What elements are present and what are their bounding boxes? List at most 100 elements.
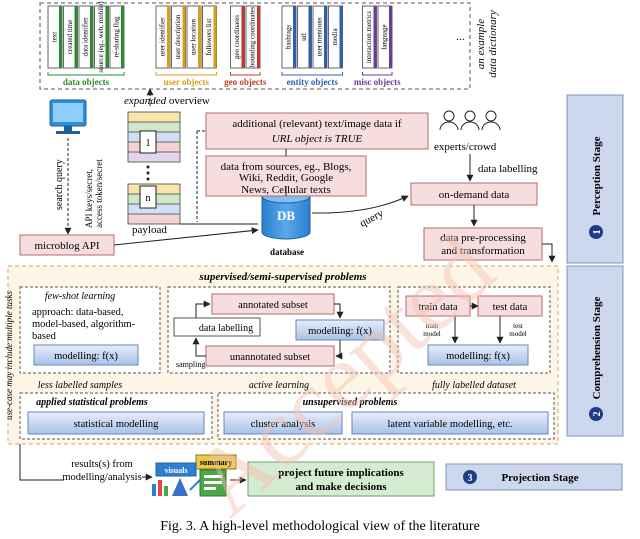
less-labelled-label: less labelled samples: [38, 380, 123, 391]
preprocess-to-comprehension-arrow: [542, 243, 556, 263]
payload-record-first: [139, 130, 157, 154]
query-label: query: [358, 207, 386, 230]
dictionary-field-color-band: [241, 6, 245, 68]
payload-record-last: [139, 185, 157, 209]
annotated-to-modelling-arrow: [334, 303, 344, 319]
supervised-title: supervised/semi-supervised problems: [198, 271, 366, 283]
dictionary-field-label: text: [51, 32, 59, 43]
dictionary-label: an example data dictionary: [475, 10, 499, 78]
results-line2: modelling/analysis: [62, 472, 141, 483]
fully-labelled-label: fully labelled dataset: [432, 380, 516, 391]
dictionary-field-label: source (eg., web, mobile): [97, 1, 105, 73]
unsupervised-title: unsupervised problems: [303, 397, 398, 408]
cluster-analysis-box[interactable]: [223, 411, 343, 435]
use-case-note: use-case may include multiple tasks: [4, 291, 14, 420]
dictionary-field-label: user mentions: [316, 17, 324, 56]
labelling-to-annotated-arrow: [195, 300, 211, 318]
sampling-label: sampling: [176, 360, 205, 369]
database-query-arrow: [311, 195, 409, 214]
svg-text:n: n: [146, 193, 151, 204]
expanded-overview-label: expanded overview: [124, 95, 210, 107]
cluster-analysis-label: cluster analysis: [251, 419, 315, 430]
dictionary-field-label: geo coordinates: [233, 15, 241, 59]
microblog-api-label: microblog API: [34, 240, 99, 252]
payload-dots: [146, 165, 150, 181]
full-modelling-box[interactable]: [427, 344, 529, 366]
data-labelling-box[interactable]: [173, 317, 261, 337]
summary-label: summary: [200, 458, 232, 467]
dictionary-field-color-band: [74, 6, 78, 68]
latent-variable-label: latent variable modelling, etc.: [387, 419, 512, 430]
preprocessing-box[interactable]: [423, 227, 543, 261]
url-box-line1: additional (relevant) text/image data if: [232, 118, 402, 130]
dictionary-group-title: data objects: [63, 77, 110, 87]
dictionary-field-label: bounding coordinates: [249, 6, 257, 67]
dictionary-field-label: user description: [174, 14, 182, 59]
statistical-modelling-box[interactable]: [27, 411, 205, 435]
computer-monitor-icon: [49, 99, 87, 134]
svg-text:2: 2: [592, 412, 603, 417]
api-to-database-arrow: [113, 227, 259, 246]
svg-text:1: 1: [592, 230, 603, 235]
results-line1: results(s) from: [71, 459, 133, 470]
train-data-label: train data: [418, 302, 458, 313]
dictionary-field-color-band: [105, 6, 109, 68]
dictionary-label-line2: data dictionary: [487, 10, 499, 78]
perception-stage-number: [589, 225, 603, 239]
api-keys-line1: API keys/secret,: [84, 169, 94, 228]
dictionary-group-title: misc objects: [354, 77, 401, 87]
dictionary-field-label: re-sharing flag: [113, 16, 121, 58]
preprocess-line2: and transformation: [441, 245, 525, 257]
dictionary-field-label: media: [331, 28, 339, 46]
dictionary-field-color-band: [324, 6, 327, 68]
database-label: database: [270, 247, 304, 257]
dictionary-field-label: followers list: [205, 19, 213, 56]
figure-caption: Fig. 3. A high-level methodological view…: [160, 519, 480, 534]
future-line1: project future implications: [278, 467, 404, 479]
dictionary-field-color-band: [373, 6, 377, 68]
few-shot-modelling-box[interactable]: [33, 344, 139, 366]
svg-text:3: 3: [468, 473, 473, 484]
api-keys-line2: access token/secret: [94, 159, 104, 228]
dictionary-field-color-band: [213, 6, 217, 68]
dictionary-field-color-band: [389, 6, 392, 68]
approach-line3: based: [32, 331, 57, 342]
dictionary-field-color-band: [182, 6, 186, 68]
visuals-summary-icon: summary visuals: [152, 454, 237, 497]
latent-variable-box[interactable]: [351, 411, 549, 435]
dictionary-field-label: user identifier: [159, 17, 167, 57]
project-future-box[interactable]: [247, 461, 435, 497]
approach-line1: approach: data-based,: [32, 307, 124, 318]
train-model-line1: train: [426, 322, 439, 330]
search-query-label: search query: [54, 159, 65, 210]
active-learning-label: active learning: [249, 380, 309, 391]
unannotated-to-labelling-arrow: [192, 337, 206, 357]
experts-crowd-icon: [439, 110, 501, 131]
dictionary-field-label: data identifier: [82, 17, 90, 57]
dictionary-field-color-band: [59, 6, 62, 68]
test-model-line2: model: [509, 330, 527, 338]
dictionary-group-title: geo objects: [224, 77, 267, 87]
test-data-label: test data: [493, 302, 528, 313]
dictionary-field-color-band: [293, 6, 296, 68]
dictionary-field-color-band: [198, 6, 201, 68]
url-object-box[interactable]: [205, 112, 429, 150]
dictionary-group-bracket: [155, 72, 217, 76]
dictionary-field-label: hashtags: [285, 25, 293, 49]
payload-label: payload: [132, 224, 167, 236]
unannotated-subset-label: unannotated subset: [230, 352, 310, 363]
dictionary-field-color-band: [308, 6, 312, 68]
future-line2: and make decisions: [295, 481, 387, 493]
results-line: [19, 444, 64, 481]
data-labelling-label: data labelling: [478, 163, 538, 175]
on-demand-data-label: on-demand data: [439, 189, 510, 201]
visuals-label: visuals: [164, 466, 187, 475]
projection-stage-number: [463, 470, 477, 484]
dictionary-group-bracket: [362, 72, 393, 76]
dictionary-field-color-band: [339, 6, 343, 68]
dictionary-field-label: interaction metrics: [365, 11, 373, 64]
statistical-modelling-label: statistical modelling: [74, 419, 160, 430]
few-shot-modelling-label: modelling: f(x): [54, 351, 118, 362]
